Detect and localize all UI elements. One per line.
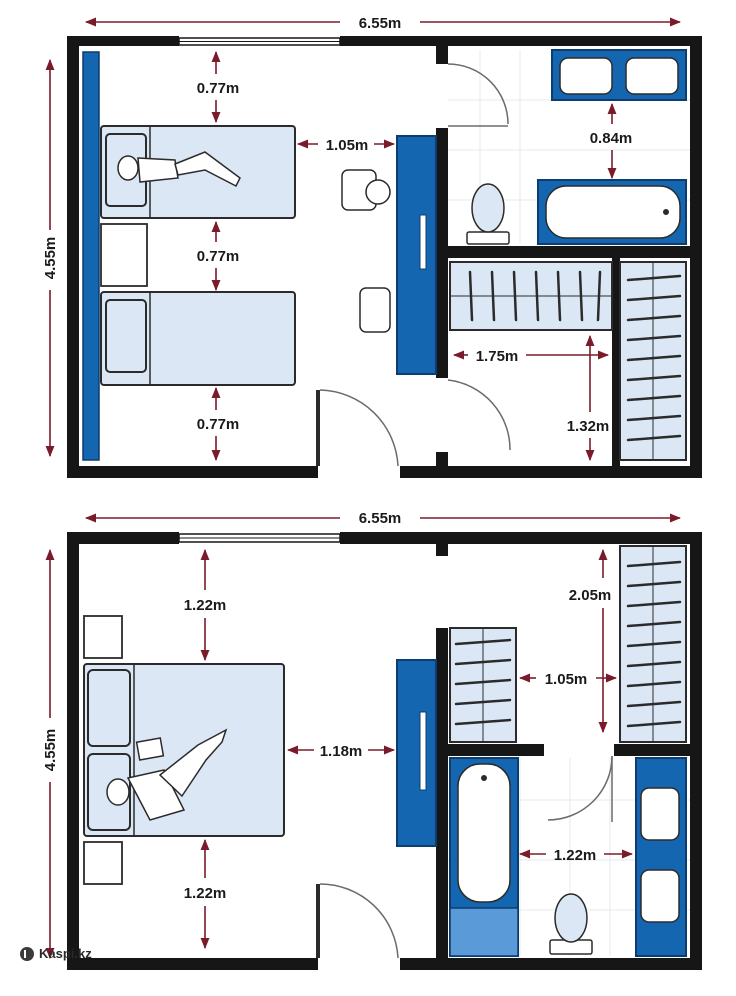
bed-top	[100, 125, 296, 219]
bathtub	[537, 179, 687, 245]
window	[178, 533, 341, 543]
height-label: 4.55m	[42, 237, 59, 280]
bed-to-desk-label: 1.18m	[320, 743, 363, 760]
bed-to-desk-label: 1.05m	[326, 137, 369, 154]
dimension-labels: 6.55m 4.55m 0.77m 0.77m 0.77m 1.05m 0.84…	[42, 15, 632, 435]
dimension-labels: 6.55m 4.55m 1.22m 1.22m 1.18m 2.05m 1.05…	[42, 510, 611, 902]
bottom-clearance-label: 0.77m	[197, 416, 240, 433]
watermark-logo-icon	[20, 946, 34, 961]
top-clearance-label: 1.22m	[184, 597, 227, 614]
desk	[396, 135, 437, 375]
partition-stubs	[436, 46, 690, 466]
person-icon	[117, 151, 241, 188]
dimension-lines	[45, 17, 682, 462]
width-label: 6.55m	[359, 15, 402, 32]
closet-width-label: 1.05m	[545, 671, 588, 688]
plan-twin-bedroom: 6.55m 4.55m 0.77m 0.77m 0.77m 1.05m 0.84…	[42, 15, 702, 478]
door-bedroom	[316, 883, 399, 959]
closet-height-label: 2.05m	[569, 587, 612, 604]
bath-width-label: 1.22m	[554, 847, 597, 864]
door-bathroom	[547, 755, 613, 822]
vanity	[551, 49, 687, 101]
nightstand	[83, 841, 123, 885]
wall-strip	[82, 51, 100, 461]
closet-hangers-right	[619, 545, 687, 743]
width-label: 6.55m	[359, 510, 402, 527]
nightstand	[100, 223, 148, 287]
vanity-to-tub-label: 0.84m	[590, 130, 633, 147]
top-clearance-label: 0.77m	[197, 80, 240, 97]
vanity	[635, 757, 687, 957]
bathtub	[449, 757, 519, 957]
partition-stubs	[436, 544, 690, 958]
closet-shelves	[449, 627, 517, 743]
outer-walls	[67, 36, 702, 478]
plan-master-bedroom: 6.55m 4.55m 1.22m 1.22m 1.18m 2.05m 1.05…	[42, 510, 702, 970]
closet-shelves	[449, 261, 613, 331]
toilet-icon	[466, 183, 510, 245]
double-bed	[83, 663, 285, 837]
door-bedroom	[316, 389, 399, 467]
outer-walls	[67, 532, 702, 970]
bed-bottom	[100, 291, 296, 386]
window	[178, 37, 341, 46]
door-bathroom	[447, 63, 509, 127]
height-label: 4.55m	[42, 729, 59, 772]
chair-icon	[341, 169, 391, 333]
person-icon	[106, 728, 228, 821]
nightstand	[83, 615, 123, 659]
toilet-icon	[549, 893, 593, 955]
wardrobe-width-label: 1.75m	[476, 348, 519, 365]
watermark: Kaspi.kz	[20, 946, 92, 961]
door-wardrobe	[447, 379, 511, 451]
wardrobe-depth-label: 1.32m	[567, 418, 610, 435]
bottom-clearance-label: 1.22m	[184, 885, 227, 902]
between-beds-label: 0.77m	[197, 248, 240, 265]
desk	[396, 659, 437, 847]
closet-hangers-right	[619, 261, 687, 461]
watermark-text: Kaspi.kz	[39, 946, 92, 961]
dimension-lines	[45, 513, 682, 960]
